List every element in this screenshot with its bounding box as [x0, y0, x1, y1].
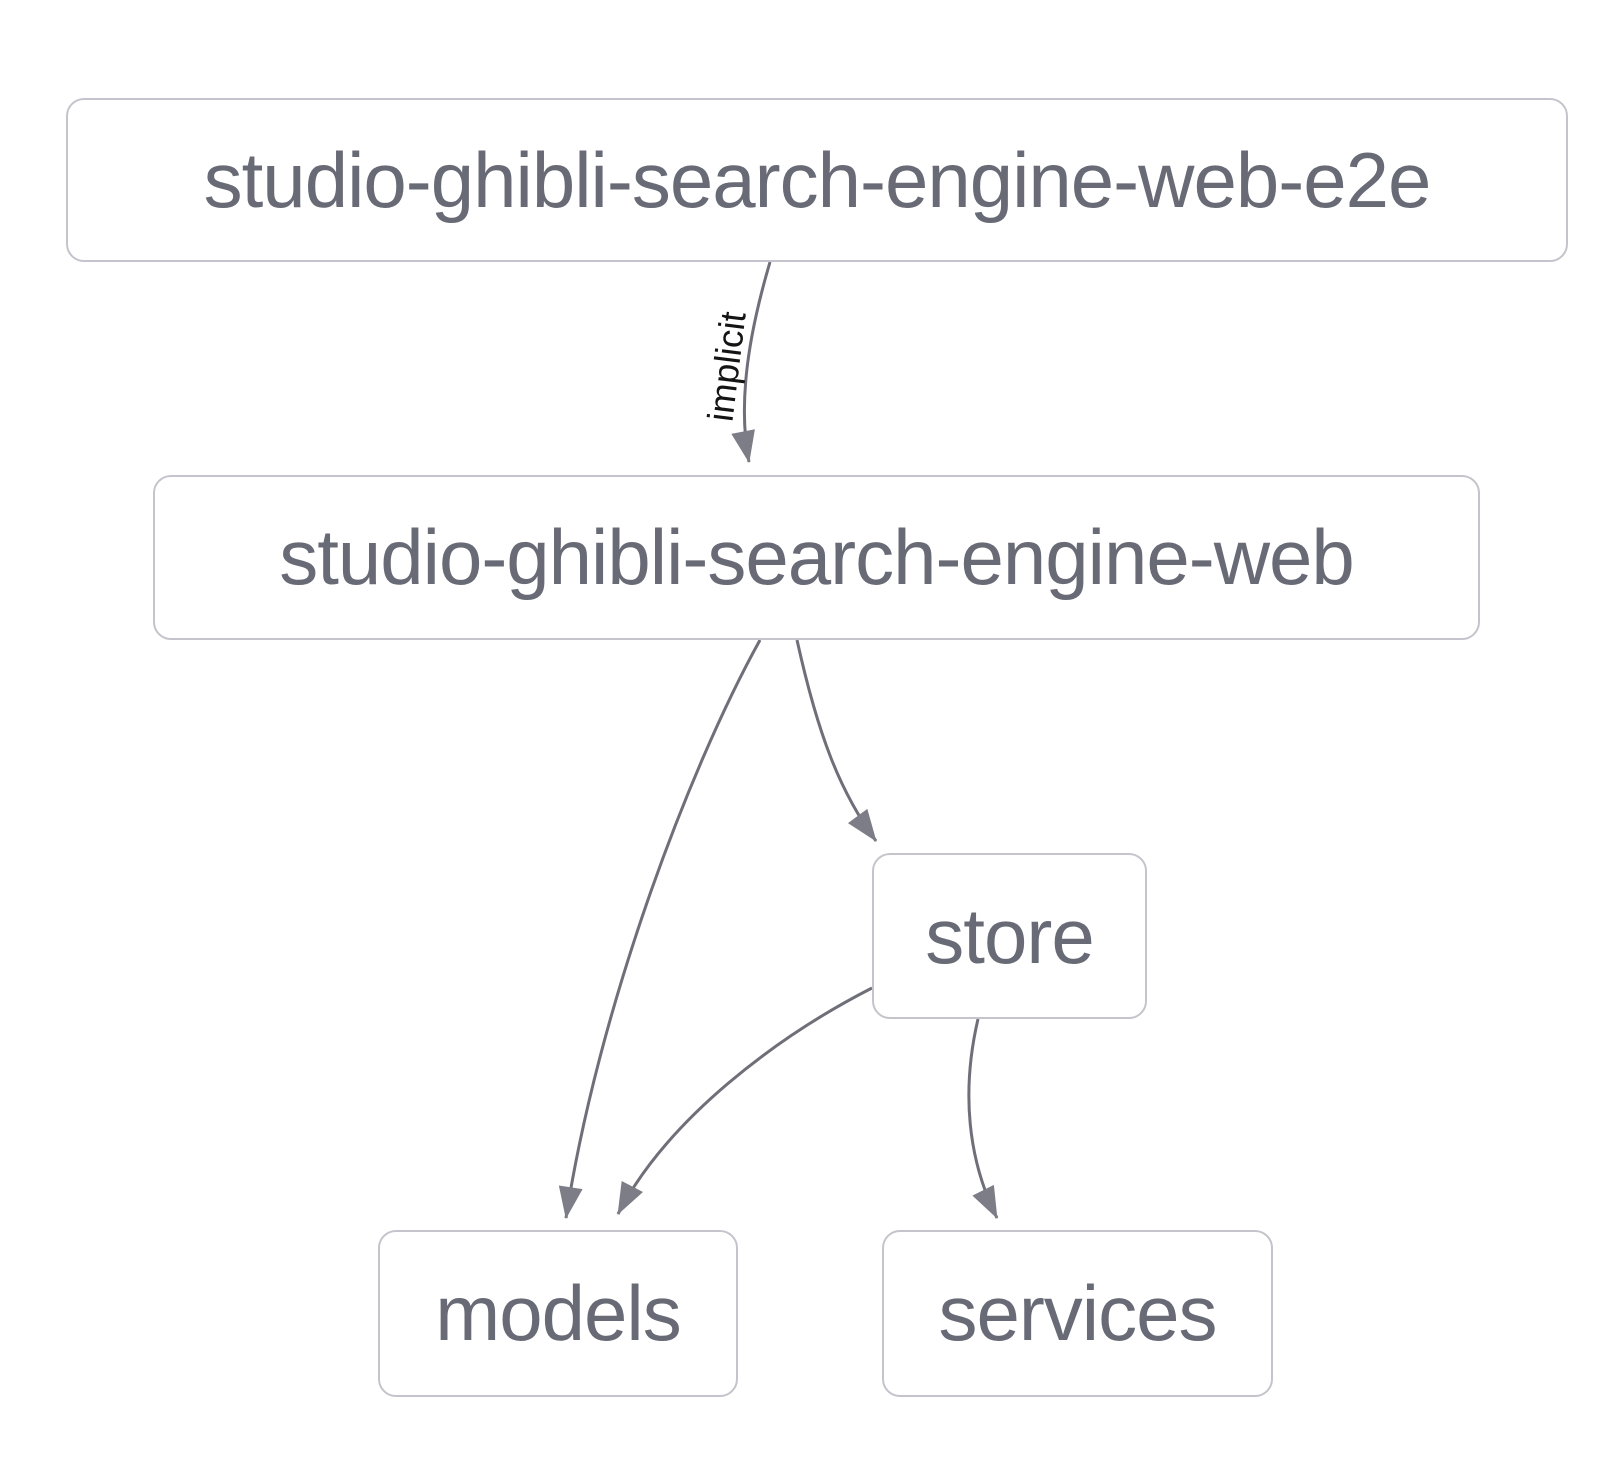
node-store[interactable]: store: [872, 853, 1147, 1019]
edge-e2e-to-web: [731, 261, 772, 463]
node-label: services: [938, 1269, 1217, 1357]
edge-store-to-services: [967, 1018, 999, 1219]
edge-web-to-models: [558, 639, 762, 1219]
edge-store-to-models: [616, 986, 873, 1215]
node-label: studio-ghibli-search-engine-web: [279, 513, 1355, 601]
node-studio-ghibli-search-engine-web-e2e[interactable]: studio-ghibli-search-engine-web-e2e: [66, 98, 1568, 262]
edge-web-to-store: [795, 639, 878, 842]
node-label: store: [925, 891, 1094, 980]
node-models[interactable]: models: [378, 1230, 738, 1397]
node-label: studio-ghibli-search-engine-web-e2e: [203, 135, 1432, 224]
node-label: models: [435, 1269, 681, 1357]
node-studio-ghibli-search-engine-web[interactable]: studio-ghibli-search-engine-web: [153, 475, 1480, 640]
node-services[interactable]: services: [882, 1230, 1273, 1397]
